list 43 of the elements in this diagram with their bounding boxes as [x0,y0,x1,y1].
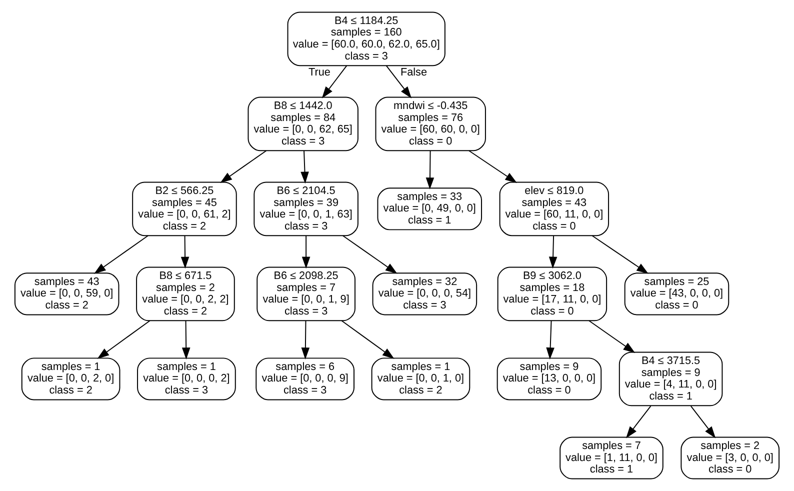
node-box: B6 ≤ 2104.5 samples = 39 value = [0, 0, 1, 63] class = 3 [254,182,358,236]
node-box: B4 ≤ 3715.5 samples = 9 value = [4, 11, 0, 0] class = 1 [618,352,723,406]
node-box: mndwi ≤ -0.435 samples = 76 value = [60, 60, 0, 0] class = 0 [375,96,486,152]
node-box: B9 ≤ 3062.0 samples = 18 value = [17, 11, 0, 0] class = 0 [497,266,608,322]
node-box: samples = 33 value = [0, 49, 0, 0] class = 1 [377,188,482,230]
arrow [182,320,190,360]
arrow [220,150,267,183]
arrow [341,320,394,359]
node-box: B8 ≤ 671.5 samples = 2 value = [0, 0, 2, 2] class = 2 [136,266,235,322]
arrow [322,65,348,98]
arrow [342,235,398,274]
node-box: samples = 1 value = [0, 0, 0, 2] class = 3 [137,358,236,400]
arrow [386,65,412,98]
arrow [180,235,190,269]
node-box: samples = 9 value = [13, 0, 0, 0] class = 0 [496,358,602,400]
arrow [94,235,148,274]
node-box: samples = 43 value = [0, 0, 59, 0] class = 2 [14,272,120,316]
node-box: B8 ≤ 1442.0 samples = 84 value = [0, 0, 62, 65] class = 3 [248,96,358,152]
node-box: samples = 32 value = [0, 0, 0, 54] class = 3 [372,272,478,316]
node-box: samples = 6 value = [0, 0, 0, 9] class = 3 [256,358,354,400]
arrow [588,320,636,354]
arrow [300,150,309,184]
node-box: samples = 1 value = [0, 0, 1, 0] class = 2 [371,358,470,400]
node-box: samples = 1 value = [0, 0, 2, 0] class = 2 [21,358,120,400]
arrow [690,406,716,438]
arrow [302,235,310,269]
edge-label: False [400,66,428,78]
arrow [592,235,648,274]
node-box: B6 ≤ 2098.25 samples = 7 value = [0, 0, 1, 9] class = 3 [256,266,356,322]
node-box: samples = 2 value = [3, 0, 0, 0] class = 0 [680,436,780,480]
arrow [468,150,518,183]
node-box: elev ≤ 819.0 samples = 43 value = [60, 11, 0, 0] class = 0 [499,182,610,236]
edge-label: True [308,66,330,78]
arrow [97,320,150,359]
arrow [546,320,554,360]
arrow [426,150,434,190]
node-box: B4 ≤ 1184.25 samples = 160 value = [60.0, 60.0, 62.0, 65.0] class = 3 [287,12,446,66]
arrow [626,406,652,438]
node-box: samples = 7 value = [1, 11, 0, 0] class = 1 [560,436,664,480]
node-box: samples = 25 value = [43, 0, 0, 0] class = 0 [624,272,730,316]
arrow [301,320,310,360]
node-box: B2 ≤ 566.25 samples = 45 value = [0, 0, 61, 2] class = 2 [132,182,237,236]
arrow [548,235,558,269]
